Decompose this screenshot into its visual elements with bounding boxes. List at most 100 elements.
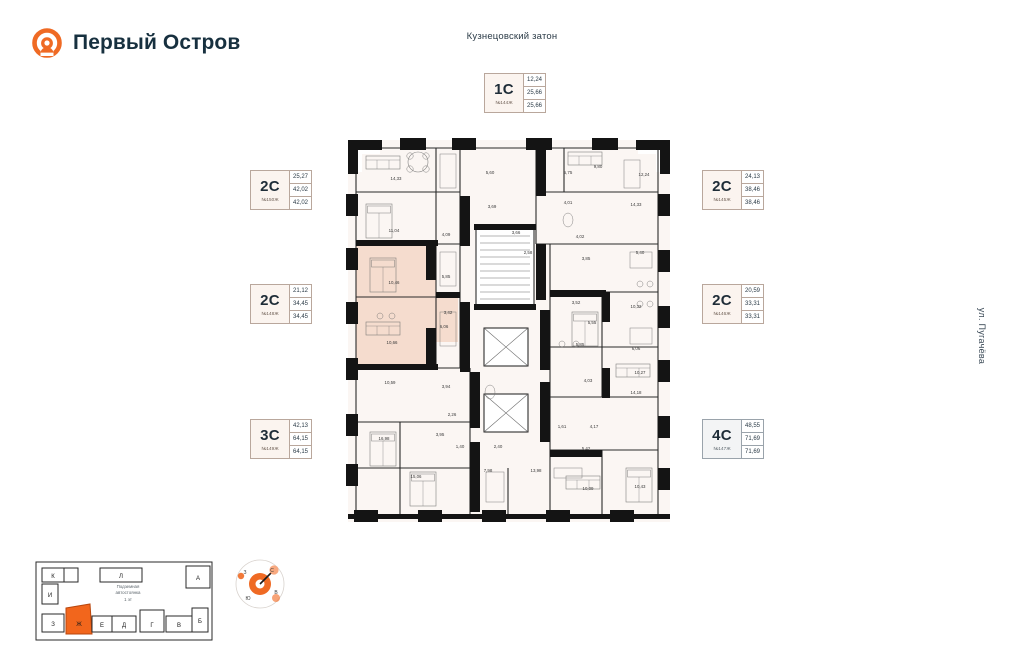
room-area: 6,06 xyxy=(440,324,449,329)
room-area: 7,98 xyxy=(484,468,493,473)
room-area: 5,55 xyxy=(588,320,597,325)
card-room-count: 2С xyxy=(260,291,280,309)
card-values: 12,24 25,66 25,66 xyxy=(523,74,545,112)
compass-svg: С В Ю З xyxy=(235,559,285,609)
compass-rose[interactable]: С В Ю З xyxy=(232,556,288,612)
card-room-count: 2С xyxy=(712,177,732,195)
minimap-section-label: Д xyxy=(122,623,126,629)
card-value-total: 64,15 xyxy=(289,433,311,446)
card-values: 25,27 42,02 42,02 xyxy=(289,171,311,209)
minimap-svg: Л К И З Ж Е Д Г В xyxy=(35,561,213,641)
card-apartment-number: №150Ж xyxy=(261,196,279,202)
compass-east-label: В xyxy=(274,590,278,596)
card-identity: 4С №147Ж xyxy=(703,420,741,458)
room-area: 16,98 xyxy=(379,436,391,441)
apartment-card-2c-146[interactable]: 2С №146Ж 20,59 33,31 33,31 xyxy=(702,284,764,324)
minimap-section-d xyxy=(111,615,137,633)
card-room-count: 2С xyxy=(712,291,732,309)
card-identity: 2С №148Ж xyxy=(251,285,289,323)
right-street-caption: ул. Пугачёва xyxy=(976,307,987,365)
room-area: 4,09 xyxy=(442,232,451,237)
room-area: 9,80 xyxy=(594,164,603,169)
card-value-area: 64,15 xyxy=(289,446,311,458)
room-area: 5,85 xyxy=(442,274,451,279)
card-apartment-number: №145Ж xyxy=(713,196,731,202)
minimap-section-label: Л xyxy=(119,574,123,580)
room-area: 5,40 xyxy=(636,250,645,255)
card-apartment-number: №147Ж xyxy=(713,445,731,451)
room-area: 3,85 xyxy=(582,256,591,261)
card-values: 24,13 38,46 38,46 xyxy=(741,171,763,209)
compass-west-label: З xyxy=(243,570,246,576)
room-area: 2,58 xyxy=(524,250,533,255)
room-area: 5,75 xyxy=(564,170,573,175)
room-area: 12,24 xyxy=(639,172,651,177)
card-value-area: 34,45 xyxy=(289,311,311,323)
card-value-total: 71,69 xyxy=(741,433,763,446)
card-value-area: 71,69 xyxy=(741,446,763,458)
room-area: 3,66 xyxy=(512,230,521,235)
minimap-section-i xyxy=(41,583,59,605)
card-room-count: 4С xyxy=(712,426,732,444)
minimap-section-label: Ж xyxy=(76,622,82,628)
room-area: 2,40 xyxy=(494,444,503,449)
room-area: 10,46 xyxy=(389,280,401,285)
card-values: 20,59 33,31 33,31 xyxy=(741,285,763,323)
brand-name: Первый Остров xyxy=(73,31,241,54)
minimap-caption-line-1: Подземная xyxy=(116,584,140,589)
apartment-card-4c-147[interactable]: 4С №147Ж 48,55 71,69 71,69 xyxy=(702,419,764,459)
minimap-section-label: А xyxy=(196,576,200,582)
card-apartment-number: №149Ж xyxy=(261,445,279,451)
card-value-total: 33,31 xyxy=(741,298,763,311)
minimap-section-label: К xyxy=(51,574,55,580)
compass-north-label: С xyxy=(270,568,274,574)
apartment-card-3c-149[interactable]: 3С №149Ж 42,13 64,15 64,15 xyxy=(250,419,312,459)
card-identity: 2С №150Ж xyxy=(251,171,289,209)
card-value-total: 25,66 xyxy=(523,87,545,100)
card-value-living: 21,12 xyxy=(289,285,311,298)
minimap-section-label: З xyxy=(51,622,55,628)
minimap-section-label: Г xyxy=(150,623,154,629)
plan-partitions xyxy=(355,147,659,517)
room-area: 14,33 xyxy=(631,202,643,207)
room-area: 13,98 xyxy=(531,468,543,473)
card-apartment-number: №148Ж xyxy=(261,310,279,316)
card-value-living: 42,13 xyxy=(289,420,311,433)
room-area: 14,18 xyxy=(631,390,643,395)
room-area: 6,06 xyxy=(632,346,641,351)
minimap-section-b xyxy=(191,607,209,633)
building-minimap[interactable]: Л К И З Ж Е Д Г В xyxy=(34,556,214,648)
card-value-area: 42,02 xyxy=(289,197,311,209)
apartment-card-2c-150[interactable]: 2С №150Ж 25,27 42,02 42,02 xyxy=(250,170,312,210)
plan-structural-walls xyxy=(346,138,670,522)
apartment-card-1c-144[interactable]: 1С №144Ж 12,24 25,66 25,66 xyxy=(484,73,546,113)
card-value-living: 20,59 xyxy=(741,285,763,298)
minimap-caption-line-3: 1 эт xyxy=(124,596,132,602)
card-values: 21,12 34,45 34,45 xyxy=(289,285,311,323)
card-values: 42,13 64,15 64,15 xyxy=(289,420,311,458)
apartment-card-2c-148[interactable]: 2С №148Ж 21,12 34,45 34,45 xyxy=(250,284,312,324)
room-area: 14,33 xyxy=(391,176,403,181)
card-value-total: 34,45 xyxy=(289,298,311,311)
floor-plan[interactable]: 14,33 5,60 5,75 12,24 9,80 14,33 11,04 4… xyxy=(340,132,678,532)
card-value-area: 33,31 xyxy=(741,311,763,323)
minimap-caption: Подземная автостоянка 1 эт xyxy=(93,584,163,603)
card-value-area: 25,66 xyxy=(523,100,545,112)
apartment-card-2c-145[interactable]: 2С №145Ж 24,13 38,46 38,46 xyxy=(702,170,764,210)
minimap-section-a xyxy=(185,565,211,589)
room-area: 10,09 xyxy=(583,486,595,491)
plan-room-area-labels: 14,33 5,60 5,75 12,24 9,80 14,33 11,04 4… xyxy=(379,164,651,491)
plan-furniture xyxy=(365,151,654,507)
card-value-living: 24,13 xyxy=(741,171,763,184)
card-value-area: 38,46 xyxy=(741,197,763,209)
card-identity: 2С №146Ж xyxy=(703,285,741,323)
room-area: 3,94 xyxy=(442,384,451,389)
card-identity: 3С №149Ж xyxy=(251,420,289,458)
brand-logo[interactable]: Первый Остров xyxy=(32,28,240,58)
room-area: 10,43 xyxy=(635,484,647,489)
room-area: 4,02 xyxy=(576,234,585,239)
minimap-section-label: Б xyxy=(198,619,202,625)
room-area: 1,40 xyxy=(456,444,465,449)
plan-core xyxy=(475,227,535,433)
top-street-caption: Кузнецовский затон xyxy=(466,31,558,42)
